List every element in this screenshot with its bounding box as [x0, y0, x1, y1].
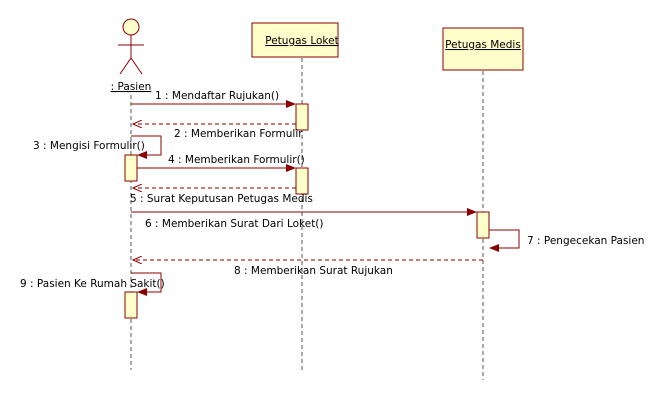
participant-petugas-medis: Petugas Medis: [442, 27, 524, 71]
message-6: 6 : Memberikan Surat Dari Loket(): [131, 208, 477, 230]
activation-bar: [295, 103, 309, 131]
message-label: 8 : Memberikan Surat Rujukan: [234, 265, 393, 277]
activation-bar: [124, 154, 138, 182]
participant-box: [442, 27, 524, 71]
message-8: 8 : Memberikan Surat Rujukan: [133, 260, 483, 277]
message-label: 4 : Memberikan Formulir(): [168, 154, 305, 166]
participant-petugas-loket: Petugas Loket: [251, 22, 339, 58]
message-3: 3 : Mengisi Formulir(): [33, 135, 162, 159]
message-2: 2 : Memberikan Formulir: [133, 124, 303, 140]
message-label: 5 : Surat Keputusan Petugas Medis: [130, 193, 313, 205]
activation-bar: [476, 211, 490, 239]
message-1: 1 : Mendaftar Rujukan(): [131, 90, 296, 108]
actor-label: : Pasien: [111, 81, 152, 93]
activation-bar: [295, 167, 309, 195]
message-4: 4 : Memberikan Formulir(): [137, 154, 305, 172]
message-label: 7 : Pengecekan Pasien: [527, 235, 644, 247]
message-label: 6 : Memberikan Surat Dari Loket(): [145, 218, 324, 230]
activation-bar: [124, 291, 138, 319]
actor-pasien: : Pasien: [111, 18, 152, 93]
message-label: 9 : Pasien Ke Rumah Sakit(): [20, 278, 165, 290]
message-7: 7 : Pengecekan Pasien: [489, 229, 644, 252]
participant-box: [251, 22, 339, 58]
message-label: 3 : Mengisi Formulir(): [33, 140, 145, 152]
stick-figure-actor-icon: [118, 18, 144, 75]
message-label: 1 : Mendaftar Rujukan(): [155, 90, 279, 102]
participant-label: Petugas Loket: [265, 35, 338, 47]
participant-label: Petugas Medis: [445, 39, 521, 51]
message-5: 5 : Surat Keputusan Petugas Medis: [130, 188, 313, 205]
message-label: 2 : Memberikan Formulir: [174, 128, 303, 140]
message-9: 9 : Pasien Ke Rumah Sakit(): [20, 272, 165, 296]
